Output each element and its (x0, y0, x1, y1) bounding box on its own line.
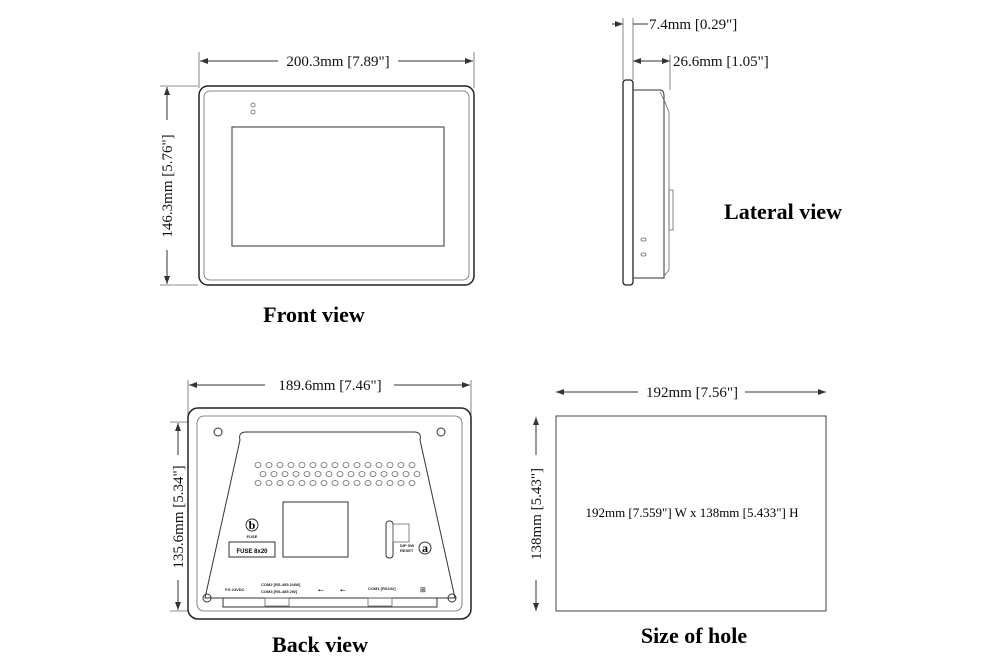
vent-hole (287, 462, 295, 468)
vent-hole (309, 480, 317, 486)
vent-hole (287, 480, 295, 486)
back-height-label: 135.6mm [5.34"] (171, 465, 187, 568)
vent-hole (303, 471, 311, 477)
bezel-side (622, 79, 634, 286)
total-depth-label: 26.6mm [1.05"] (673, 54, 769, 70)
vent-hole (397, 480, 405, 486)
hole-height-label: 138mm [5.43"] (529, 468, 545, 560)
rear-housing (204, 431, 456, 599)
vent-hole (364, 480, 372, 486)
vent-hole (375, 480, 383, 486)
fuse-box-label: FUSE 8x20 (236, 549, 268, 555)
vent-hole (386, 480, 394, 486)
vent-hole (314, 471, 322, 477)
vent-hole (281, 471, 289, 477)
vent-hole (309, 462, 317, 468)
vent-hole (320, 462, 328, 468)
vent-hole (408, 462, 416, 468)
vent-hole (380, 471, 388, 477)
front-view-title: Front view (263, 302, 365, 327)
hole-view: 192mm [7.56"] 138mm [5.43"] 192mm [7.559… (529, 385, 827, 648)
back-width-label: 189.6mm [7.46"] (278, 378, 381, 394)
reset-label: RESET (400, 548, 414, 553)
vent-hole (353, 480, 361, 486)
bezel-depth-label: 7.4mm [0.29"] (649, 17, 737, 33)
vent-hole (353, 462, 361, 468)
vent-hole (325, 471, 333, 477)
hole-size-note: 192mm [7.559"] W x 138mm [5.433"] H (585, 505, 798, 520)
vent-hole (369, 471, 377, 477)
vent-hole (408, 480, 416, 486)
callout-b: b (249, 518, 256, 532)
vent-hole (265, 462, 273, 468)
vent-hole (292, 471, 300, 477)
vent-hole (342, 462, 350, 468)
fuse-label: FUSE (247, 534, 258, 539)
vent-hole (386, 462, 394, 468)
vent-hole (331, 462, 339, 468)
dip-sw-label: DIP SW (400, 543, 414, 548)
vent-hole (342, 480, 350, 486)
vent-hole (298, 462, 306, 468)
lateral-view: 7.4mm [0.29"] 26.6mm [1.05"] Lateral vie… (612, 17, 842, 286)
vent-hole (276, 480, 284, 486)
led-indicator (250, 102, 256, 108)
vent-hole (364, 462, 372, 468)
vent-hole (331, 480, 339, 486)
vent-hole (413, 471, 421, 477)
vent-holes (254, 462, 421, 486)
screen (231, 126, 445, 247)
power-label: FG 24VDC (225, 587, 245, 592)
vent-hole (336, 471, 344, 477)
usb-icon: ⭠ (340, 586, 346, 594)
vent-hole (259, 471, 267, 477)
back-view-title: Back view (272, 632, 368, 657)
fuse-holder (228, 541, 276, 558)
vent-hole (391, 471, 399, 477)
vent-hole (265, 480, 273, 486)
front-view: 200.3mm [7.89"] 146.3mm [5.76"] Front vi… (160, 52, 475, 327)
label-area (282, 501, 349, 558)
vent-hole (358, 471, 366, 477)
usb-icon: ⭠ (318, 586, 324, 594)
front-width-label: 200.3mm [7.89"] (286, 54, 389, 70)
vent-hole (375, 462, 383, 468)
vent-hole (347, 471, 355, 477)
vent-hole (298, 480, 306, 486)
vent-hole (270, 471, 278, 477)
vent-hole (402, 471, 410, 477)
vent-hole (397, 462, 405, 468)
com1-label: COM1 [RS232] (368, 586, 396, 591)
hole-width-label: 192mm [7.56"] (646, 385, 738, 401)
com3-label: COM3 [RS-485 2W] (261, 589, 298, 594)
vent-hole (320, 480, 328, 486)
hole-view-title: Size of hole (641, 623, 748, 648)
ethernet-icon: ⊞ (420, 586, 426, 594)
front-height-label: 146.3mm [5.76"] (160, 134, 176, 237)
vent-hole (254, 480, 262, 486)
vent-hole (276, 462, 284, 468)
back-view: 189.6mm [7.46"] 135.6mm [5.34"] b FUSE F… (170, 378, 472, 657)
cutout-outline (555, 415, 827, 612)
lateral-view-title: Lateral view (724, 199, 842, 224)
com2-label: COM2 [RS-485 2/4W] (261, 582, 301, 587)
callout-a: a (422, 541, 428, 555)
vent-hole (254, 462, 262, 468)
